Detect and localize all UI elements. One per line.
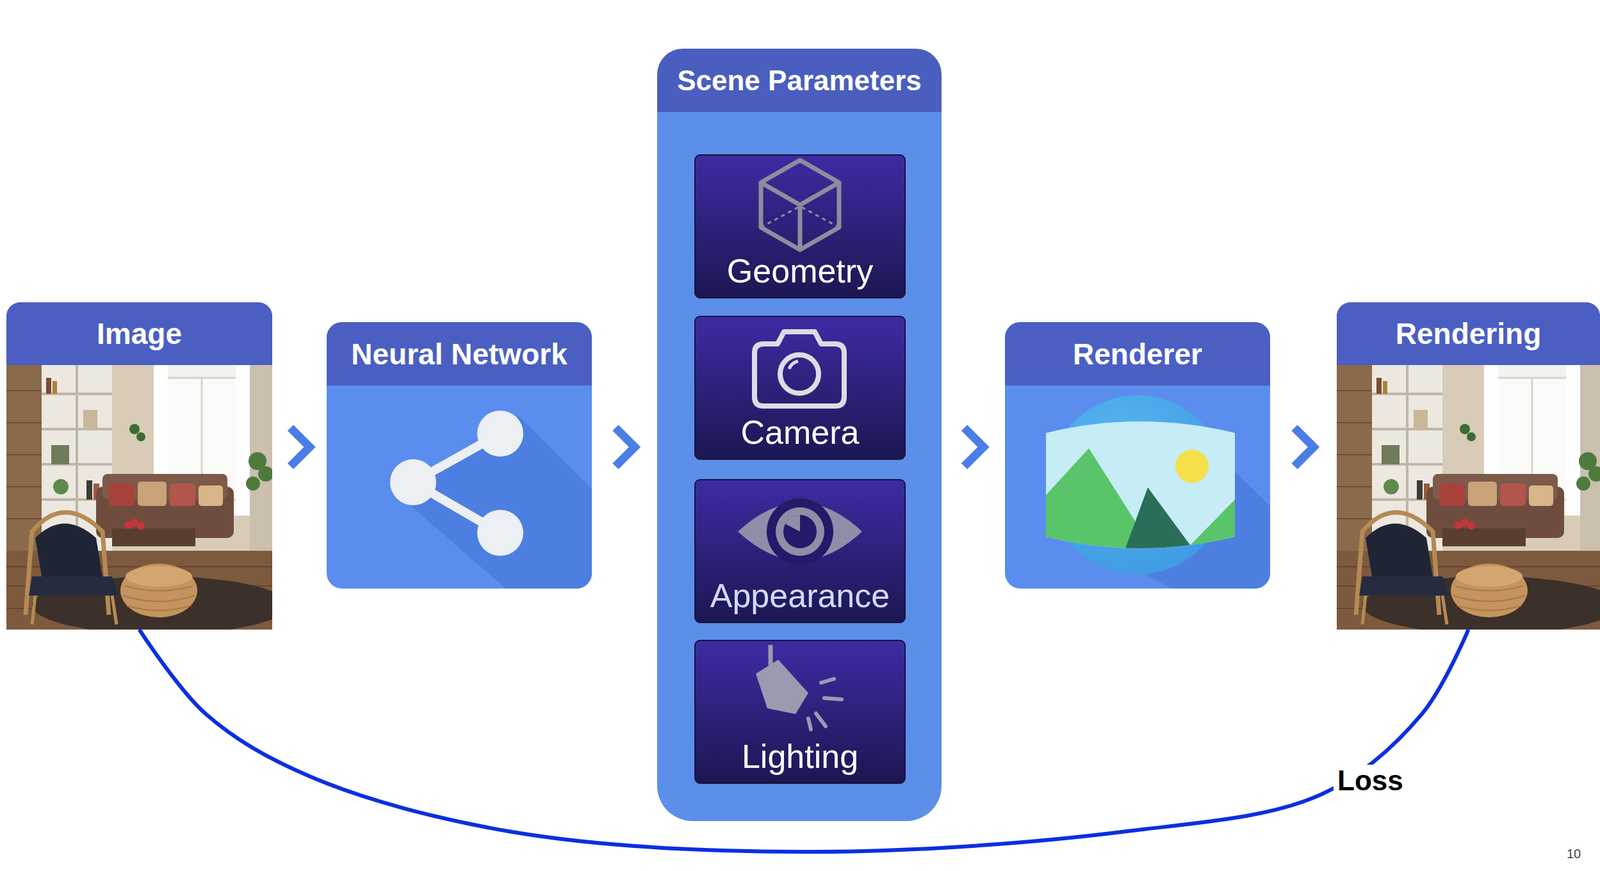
card-label-holder: Geometry — [694, 251, 906, 291]
camera-icon — [754, 331, 845, 407]
box-title: Renderer — [1072, 336, 1203, 372]
chevron-arrow — [1270, 427, 1337, 467]
image-box: Rendering — [1336, 302, 1600, 630]
card-label-holder: Lighting — [694, 737, 906, 776]
card-title: Camera — [741, 413, 860, 451]
page-number: 10 — [1566, 846, 1581, 862]
card-title: Geometry — [726, 252, 874, 290]
eye-icon — [737, 498, 863, 565]
header-band: Rendering — [1336, 302, 1600, 366]
card-label-holder: Appearance — [694, 576, 906, 615]
image-photo — [6, 302, 289, 635]
parameter-card: Lighting — [694, 640, 906, 784]
box-title: Scene Parameters — [677, 64, 922, 97]
image-box: Image — [6, 302, 273, 630]
card-title: Lighting — [741, 737, 859, 776]
group-panel: Scene ParametersGeometryCameraAppearance… — [657, 48, 942, 822]
neural-network-icon — [326, 322, 592, 589]
spotlight-icon — [755, 644, 842, 730]
scene-parameters-panel — [657, 48, 942, 822]
box-title: Image — [96, 316, 182, 352]
box-title: Rendering — [1395, 316, 1542, 352]
rendering-photo — [1336, 302, 1600, 635]
card-label-holder: Camera — [694, 413, 906, 452]
header-band: Renderer — [1004, 322, 1271, 386]
parameter-card: Appearance — [694, 479, 906, 623]
cube-icon — [760, 160, 840, 250]
card-title: Appearance — [710, 577, 890, 615]
header-band: Image — [6, 302, 273, 366]
chevron-arrow — [591, 427, 658, 467]
process-box: Neural Network — [326, 322, 592, 589]
renderer-icon — [1004, 322, 1271, 589]
parameter-card: Geometry — [694, 155, 906, 298]
chevron-arrow — [941, 427, 1005, 467]
loss-curve — [139, 629, 1469, 852]
parameter-card: Camera — [694, 316, 906, 460]
header-band: Neural Network — [326, 322, 592, 386]
header-band: Scene Parameters — [657, 48, 942, 113]
edge-label: Loss — [1333, 764, 1408, 797]
box-title: Neural Network — [351, 336, 567, 372]
chevron-arrow — [272, 427, 327, 467]
process-box: Renderer — [1004, 322, 1271, 589]
